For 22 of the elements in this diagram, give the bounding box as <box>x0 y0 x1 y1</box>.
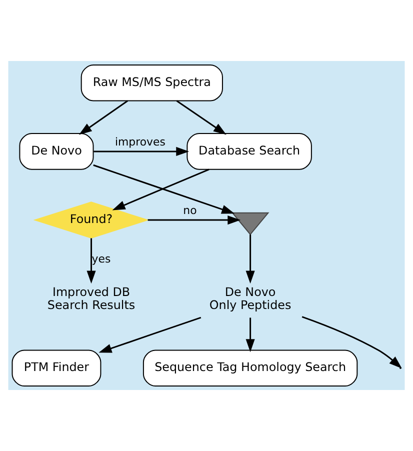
arrow <box>176 100 226 135</box>
arrow <box>112 168 210 210</box>
node-box: Raw MS/MS Spectra <box>80 64 223 102</box>
node-text: De Novo Only Peptides <box>209 285 292 312</box>
arrow <box>86 238 96 284</box>
arrow <box>98 316 202 353</box>
arrow <box>246 234 255 284</box>
arrow <box>246 318 255 352</box>
arrow <box>302 316 402 369</box>
arrow <box>93 164 235 214</box>
node-box: PTM Finder <box>12 350 102 387</box>
edge-label: improves <box>115 135 166 148</box>
node-box: Sequence Tag Homology Search <box>142 350 358 387</box>
arrow <box>94 146 190 156</box>
arrow <box>78 100 128 135</box>
node-box: De Novo <box>19 133 94 170</box>
edge-label: no <box>183 204 197 217</box>
node-text: Improved DB Search Results <box>47 285 136 312</box>
edge-label: yes <box>92 252 111 266</box>
node-funnel <box>231 212 270 236</box>
arrow <box>148 216 241 225</box>
node-box: Database Search <box>186 133 312 170</box>
